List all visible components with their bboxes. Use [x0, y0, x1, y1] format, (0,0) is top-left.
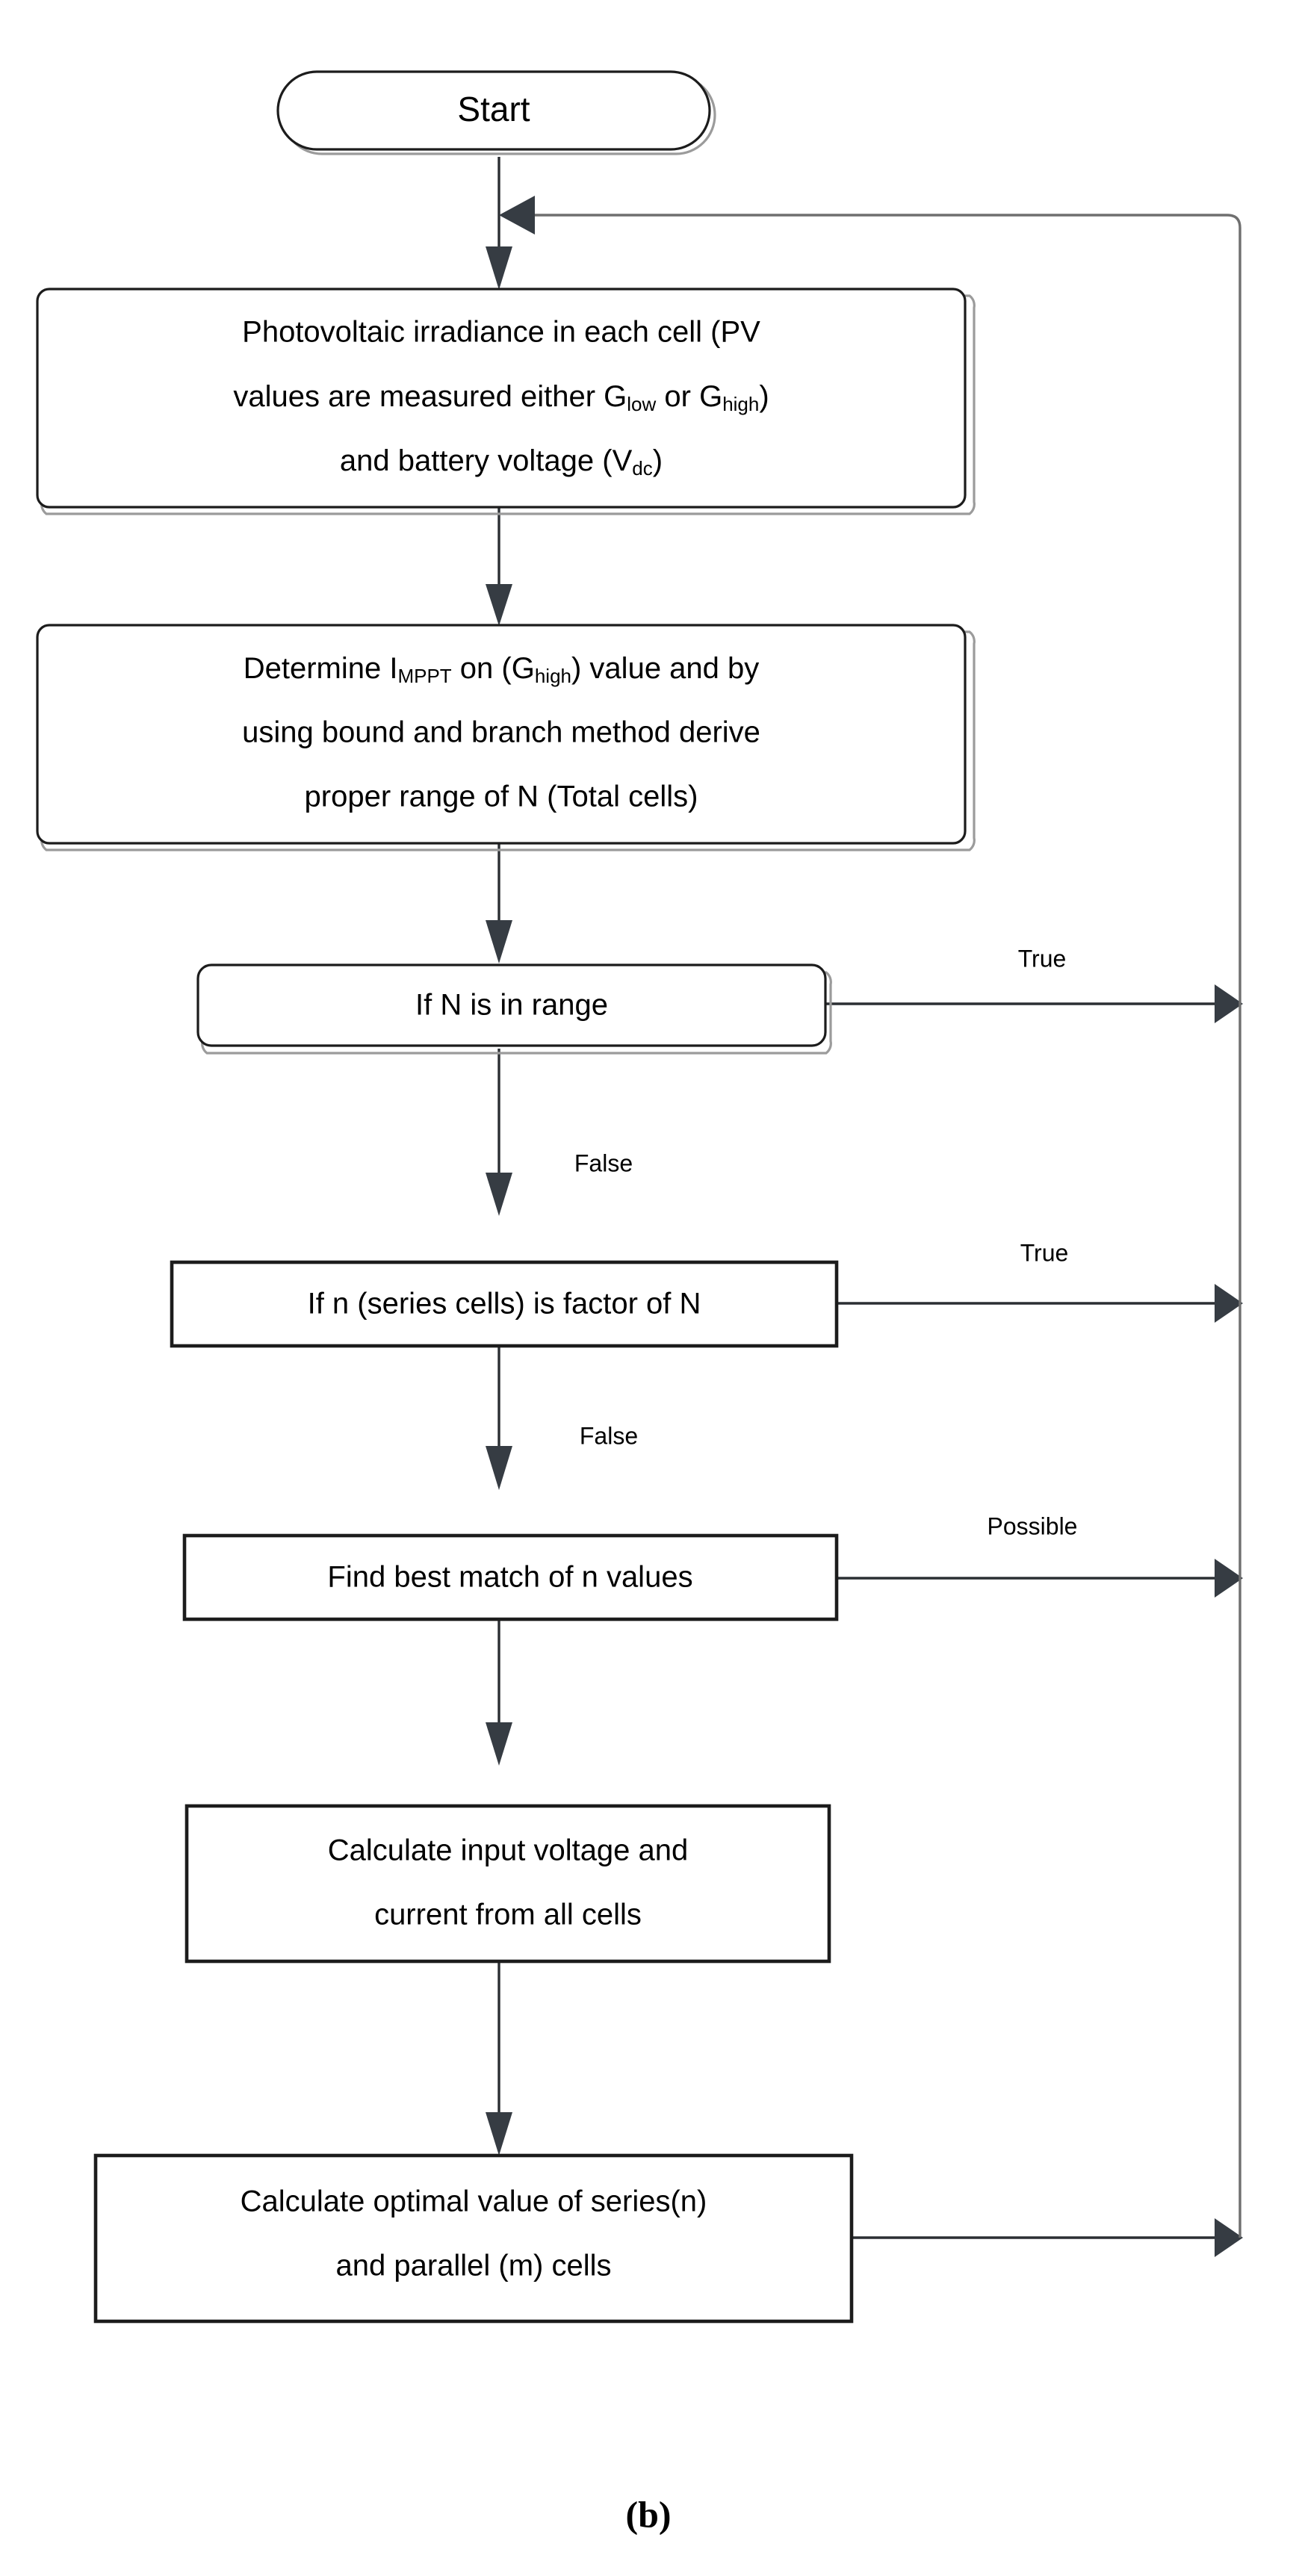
- edge-determine-to-decision-range: [486, 844, 512, 963]
- node-calc-input-line-2: current from all cells: [374, 1899, 642, 1931]
- edge-best-match-possible: [837, 1559, 1243, 1598]
- edge-feedback-loop: [499, 196, 1241, 2238]
- node-start-label: Start: [457, 90, 530, 128]
- node-calc-optimal-line-2: and parallel (m) cells: [335, 2250, 611, 2282]
- node-start[interactable]: Start: [276, 70, 716, 155]
- edge-label-possible: Possible: [987, 1512, 1078, 1539]
- node-measure-line-1: Photovoltaic irradiance in each cell (PV: [242, 316, 760, 349]
- edge-decision-range-true: [825, 984, 1243, 1023]
- node-determine-line-2: using bound and branch method derive: [242, 716, 760, 749]
- node-best-match-label: Find best match of n values: [327, 1561, 692, 1594]
- edge-best-match-to-calc-input: [486, 1607, 512, 1766]
- node-measure-line-2: values are measured either Glow or Ghigh…: [233, 380, 769, 415]
- edge-label-true-1: True: [1018, 945, 1067, 972]
- edge-label-false-1: False: [574, 1149, 633, 1176]
- node-measure[interactable]: Photovoltaic irradiance in each cell (PV…: [36, 288, 976, 515]
- node-decision-range[interactable]: If N is in range: [196, 963, 832, 1055]
- node-best-match[interactable]: Find best match of n values: [182, 1533, 839, 1621]
- edge-label-true-2: True: [1020, 1239, 1069, 1266]
- edge-decision-range-false: [486, 1049, 512, 1216]
- node-calc-optimal-line-1: Calculate optimal value of series(n): [241, 2185, 707, 2218]
- node-decision-factor-label: If n (series cells) is factor of N: [308, 1288, 701, 1320]
- node-decision-range-label: If N is in range: [415, 989, 608, 1022]
- node-determine-line-1: Determine IMPPT on (Ghigh) value and by: [244, 652, 760, 687]
- node-calc-input[interactable]: Calculate input voltage and current from…: [185, 1804, 831, 1964]
- edge-measure-to-determine: [486, 508, 512, 626]
- edge-start-to-measure: [486, 157, 512, 290]
- edge-calc-optimal-to-bus: [852, 2218, 1243, 2257]
- node-calc-input-line-1: Calculate input voltage and: [328, 1834, 689, 1867]
- node-decision-factor[interactable]: If n (series cells) is factor of N: [170, 1260, 839, 1348]
- node-determine-line-3: proper range of N (Total cells): [305, 780, 698, 813]
- edge-decision-factor-false: [486, 1346, 512, 1490]
- node-calc-optimal[interactable]: Calculate optimal value of series(n) and…: [93, 2153, 854, 2324]
- edge-label-false-2: False: [580, 1422, 638, 1449]
- node-measure-line-3: and battery voltage (Vdc): [340, 444, 663, 479]
- edge-calc-input-to-calc-optimal: [486, 1961, 512, 2156]
- figure-caption: (b): [625, 2493, 671, 2535]
- edge-decision-factor-true: [837, 1284, 1243, 1323]
- node-determine[interactable]: Determine IMPPT on (Ghigh) value and by …: [36, 624, 976, 851]
